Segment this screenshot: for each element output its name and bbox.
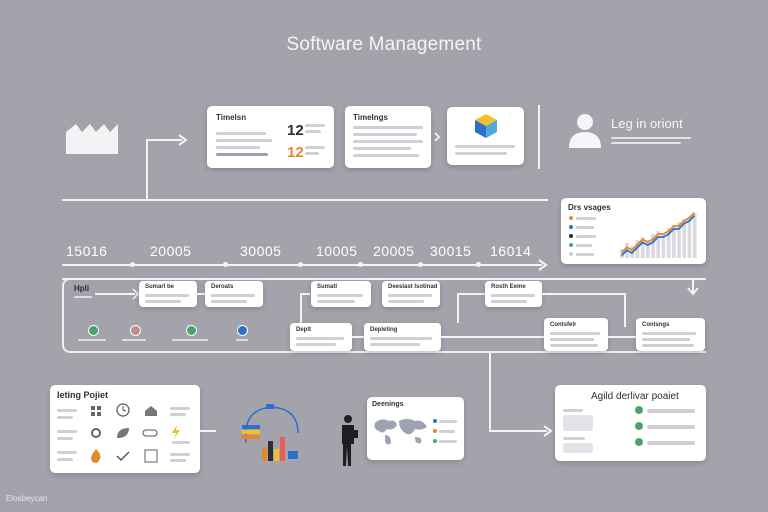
- chart-bar: [661, 234, 666, 258]
- flow-node-2[interactable]: Deroats: [205, 281, 263, 307]
- chart-bar: [635, 240, 640, 258]
- chart-title: Drs vsages: [568, 203, 611, 212]
- timeline-year-1: 15016: [66, 243, 108, 259]
- cube-icon: [475, 114, 497, 138]
- person-figure-icon: [342, 415, 358, 466]
- flow-node-7[interactable]: Depleting: [364, 323, 441, 351]
- flow-node-title: Deplt: [296, 327, 311, 333]
- flow-node-5[interactable]: Rosth Eeme: [485, 281, 542, 307]
- chart-bar: [620, 249, 624, 258]
- chevron-right-icon: [434, 132, 441, 142]
- timeline-year-5: 20005: [373, 243, 415, 259]
- flow-node-9[interactable]: Conlsngs: [636, 318, 705, 351]
- flow-node-title: Conlsngs: [642, 322, 670, 328]
- flow-start-label: Hpli: [74, 284, 90, 293]
- chart-bar: [692, 213, 697, 258]
- flow-node-title: Sumatl: [317, 284, 338, 290]
- chart-bar: [672, 225, 676, 258]
- chart-series-line: [620, 212, 696, 254]
- timeline-year-4: 10005: [316, 243, 358, 259]
- timeline-year-3: 30005: [240, 243, 282, 259]
- leaf-icon: [117, 428, 129, 438]
- timeline-year-6: 30015: [430, 243, 472, 259]
- login-title: Leg in oriont: [611, 116, 683, 131]
- flow-node-title: Deeslast lsotinad: [388, 284, 438, 290]
- flow-node-title: Deroats: [211, 284, 234, 290]
- flow-node-4[interactable]: Deeslast lsotinad: [382, 281, 440, 307]
- status-dot-icon: [237, 325, 248, 336]
- timeline-card-1[interactable]: Timelsn 12 12: [207, 106, 334, 168]
- flow-node-title: Contsfelr: [550, 322, 577, 328]
- chart-bar: [682, 219, 687, 258]
- watermark: Elosbeycan: [6, 494, 48, 503]
- page-title: Software Management: [286, 34, 482, 55]
- timeline-card-2[interactable]: Timelngs: [345, 106, 431, 168]
- status-dot-icon: [130, 325, 141, 336]
- flow-node-6[interactable]: Deplt: [290, 323, 352, 351]
- chart-bar: [646, 240, 650, 258]
- chart-bar: [677, 222, 681, 258]
- cube-card[interactable]: [447, 107, 524, 165]
- stat-number-a: 12: [287, 122, 304, 139]
- status-dot-icon: [186, 325, 197, 336]
- clock-icon: [116, 403, 130, 417]
- box-icon: [144, 449, 158, 463]
- timeline-year-7: 16014: [490, 243, 532, 259]
- flow-node-title: Sumarl be: [145, 284, 175, 290]
- status-dot-icon: [88, 325, 99, 336]
- vertical-divider: [538, 105, 540, 169]
- chart-bar: [666, 228, 671, 258]
- agile-card-title: Agild derlivar poaiet: [591, 391, 679, 402]
- arrow-right-icon: [538, 259, 548, 271]
- chart-bar: [687, 216, 692, 258]
- analytics-illustration: [242, 404, 299, 461]
- flow-node-3[interactable]: Sumatl: [311, 281, 371, 307]
- world-map-icon: [374, 419, 427, 445]
- user-avatar-icon[interactable]: [567, 110, 603, 150]
- gear-icon: [91, 428, 101, 438]
- arrow-right-icon: [178, 134, 188, 146]
- flow-node-1[interactable]: Sumarl be: [139, 281, 197, 307]
- check-icon: [116, 451, 130, 462]
- top-divider-line: [62, 199, 548, 201]
- stat-number-b: 12: [287, 144, 304, 161]
- arrow-right-icon: [543, 425, 553, 437]
- connector-vertical: [146, 139, 148, 201]
- chart-bar: [651, 234, 655, 258]
- flow-node-title: Rosth Eeme: [491, 284, 526, 290]
- factory-logo-icon: [66, 124, 118, 154]
- agile-project-card[interactable]: Agild derlivar poaiet: [555, 385, 706, 461]
- usage-chart: [620, 212, 697, 258]
- flow-node-title: Depleting: [370, 327, 398, 333]
- lightning-icon: [172, 425, 180, 439]
- arrow-down-icon: [687, 280, 699, 296]
- project-card[interactable]: Ieting Pojiet: [50, 385, 200, 473]
- card-title: Timelsn: [216, 113, 247, 122]
- connector-horizontal: [146, 139, 182, 141]
- map-card[interactable]: Deenings: [367, 397, 464, 460]
- chart-bar: [656, 231, 661, 258]
- flow-node-8[interactable]: Contsfelr: [544, 318, 608, 351]
- map-card-title: Deenings: [372, 401, 404, 408]
- timeline-year-2: 20005: [150, 243, 192, 259]
- project-card-title: Ieting Pojiet: [57, 390, 109, 400]
- flame-icon: [91, 449, 101, 463]
- card-title: Timelngs: [353, 113, 388, 122]
- chart-series-line: [620, 215, 696, 257]
- grid-icon: [91, 406, 101, 416]
- usage-chart-card[interactable]: Drs vsages: [561, 198, 706, 264]
- link-icon: [142, 429, 158, 437]
- chart-bar: [640, 237, 645, 258]
- home-icon: [145, 406, 157, 416]
